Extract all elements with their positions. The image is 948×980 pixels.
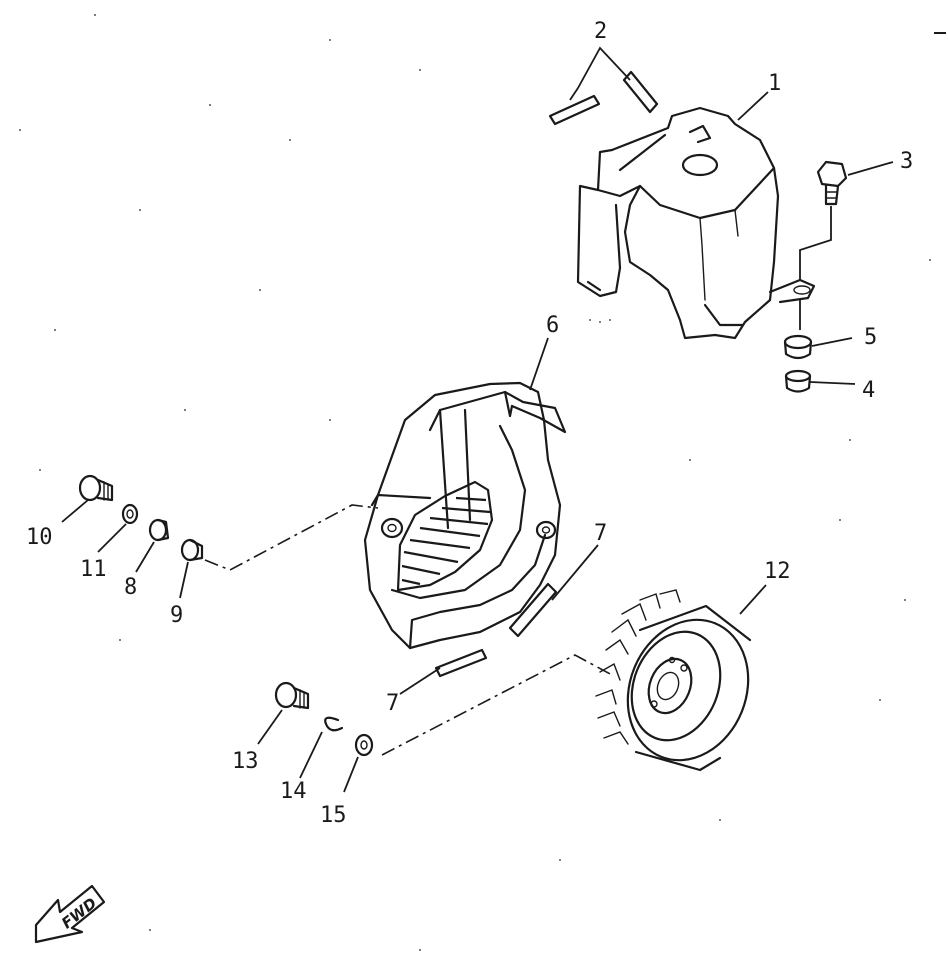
part-2-pins [548,70,659,126]
part-11-washer [121,503,139,525]
part-15-washer [354,733,374,757]
callout-2: 2 [594,19,607,44]
part-9-nut [180,538,204,562]
callout-5: 5 [864,325,877,350]
callout-6: 6 [546,313,559,338]
assembly-lines [204,504,613,756]
part-5-grommet [783,334,813,360]
part-1-shroud [576,106,816,340]
callout-14: 14 [280,779,307,804]
callout-9: 9 [170,603,183,628]
callout-7b: 7 [386,691,399,716]
callout-3: 3 [900,149,913,174]
part-6-fan-cover [363,381,567,650]
callout-13: 13 [232,749,259,774]
callout-numbers: 1 2 3 4 5 6 7 7 8 9 10 11 12 13 14 15 [26,19,913,828]
part-12-flywheel [595,589,752,772]
part-3-bolt [799,160,848,330]
part-4-collar [784,369,812,393]
leader-lines [61,46,894,793]
callout-1: 1 [768,71,781,96]
callout-4: 4 [862,378,875,403]
callout-11: 11 [80,557,107,582]
scan-specks [19,14,946,951]
callout-7a: 7 [594,521,607,546]
callout-15: 15 [320,803,347,828]
part-13-screw [274,681,310,710]
callout-12: 12 [764,559,791,584]
part-10-screw [78,474,114,502]
part-7-keys [434,582,558,678]
hatched-opening [396,480,494,592]
fwd-arrow: FWD [34,884,106,944]
part-14-lock-washer [324,716,344,732]
callout-8: 8 [124,575,137,600]
callout-10: 10 [26,525,53,550]
part-8-spacer [148,518,170,542]
fwd-label: FWD [58,894,100,932]
